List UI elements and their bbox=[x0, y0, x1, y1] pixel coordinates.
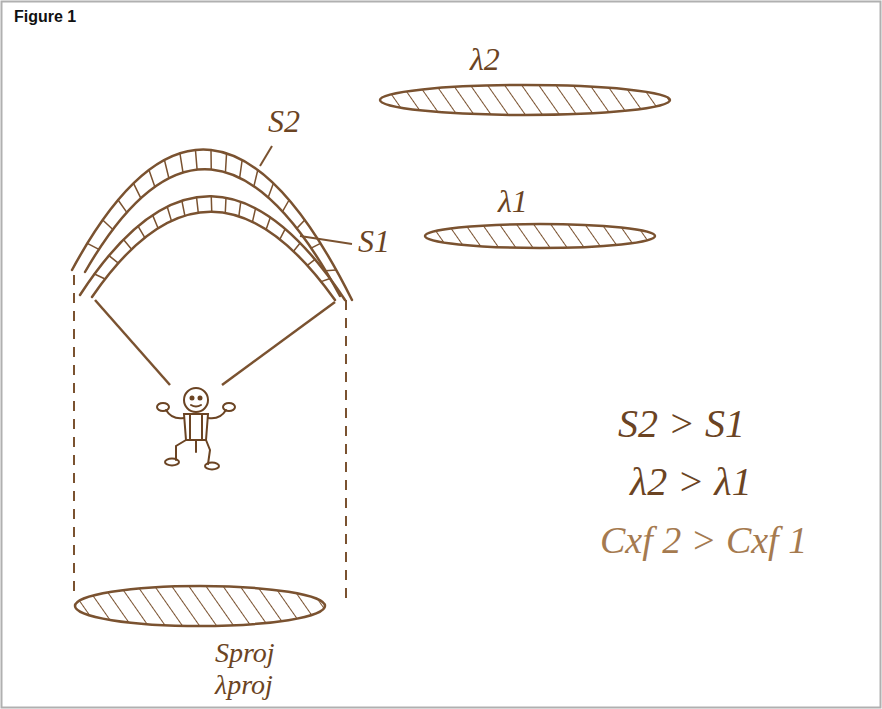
relation-note: S2 > S1 bbox=[618, 402, 745, 446]
wing-rib bbox=[180, 153, 183, 172]
wing-rib bbox=[109, 256, 118, 264]
wing-rib bbox=[94, 274, 105, 279]
aspect-ellipse-2 bbox=[380, 85, 670, 115]
wing-rib bbox=[149, 170, 155, 187]
wing-rib bbox=[254, 170, 258, 186]
leader-line bbox=[300, 236, 352, 244]
wing-s1-outer bbox=[80, 196, 345, 300]
wing-rib bbox=[211, 196, 213, 212]
wing-s2-inner bbox=[85, 169, 340, 296]
wing-rib bbox=[138, 226, 145, 238]
wing-rib bbox=[167, 207, 171, 221]
projection-line bbox=[345, 300, 347, 598]
wing-rib bbox=[282, 200, 289, 212]
s2-label: S2 bbox=[268, 104, 300, 139]
wing-rib bbox=[103, 220, 113, 229]
wing-rib bbox=[134, 183, 141, 198]
wing-rib bbox=[321, 278, 330, 281]
wing-rib bbox=[268, 183, 273, 197]
s1-label: S1 bbox=[358, 224, 390, 259]
wing-rib bbox=[123, 240, 131, 250]
wing-rib bbox=[266, 217, 270, 229]
wing-rib bbox=[311, 243, 320, 248]
wing-rib bbox=[210, 150, 212, 170]
lambda-1-label: λ1 bbox=[498, 184, 528, 219]
wing-rib bbox=[239, 202, 241, 217]
wing-rib bbox=[252, 208, 255, 222]
figure-title: Figure 1 bbox=[14, 8, 76, 26]
wing-rib bbox=[153, 215, 158, 228]
wing-rib bbox=[164, 160, 168, 178]
wing-rib bbox=[182, 201, 185, 216]
wing-rib bbox=[297, 220, 305, 228]
wing-rib bbox=[87, 243, 99, 249]
wing-rib bbox=[225, 153, 226, 172]
wing-s1-inner bbox=[92, 212, 335, 300]
wing-rib bbox=[118, 200, 127, 212]
suspension-line bbox=[95, 300, 170, 385]
lambda-2-label: λ2 bbox=[470, 42, 500, 77]
leader-line bbox=[260, 146, 272, 166]
projection-ellipse bbox=[75, 586, 325, 626]
relation-note: Cxf 2 > Cxf 1 bbox=[600, 520, 807, 562]
projected-aspect-label: λproj bbox=[215, 670, 273, 701]
wing-rib bbox=[307, 259, 315, 265]
pilot-figure bbox=[157, 388, 235, 470]
projection-line bbox=[73, 275, 75, 598]
wing-rib bbox=[197, 197, 199, 212]
projected-area-label: Sproj bbox=[215, 638, 275, 669]
relation-note: λ2 > λ1 bbox=[630, 460, 752, 504]
wing-rib bbox=[195, 150, 197, 170]
wing-rib bbox=[225, 198, 227, 213]
aspect-ellipse-1 bbox=[425, 224, 655, 248]
wing-arcs bbox=[72, 150, 352, 300]
wing-rib bbox=[240, 160, 243, 178]
wing-rib bbox=[280, 229, 285, 239]
wing-s2-outer bbox=[72, 150, 352, 300]
suspension-line bbox=[222, 302, 335, 385]
wing-rib bbox=[294, 243, 301, 251]
wing-rib bbox=[326, 269, 337, 271]
